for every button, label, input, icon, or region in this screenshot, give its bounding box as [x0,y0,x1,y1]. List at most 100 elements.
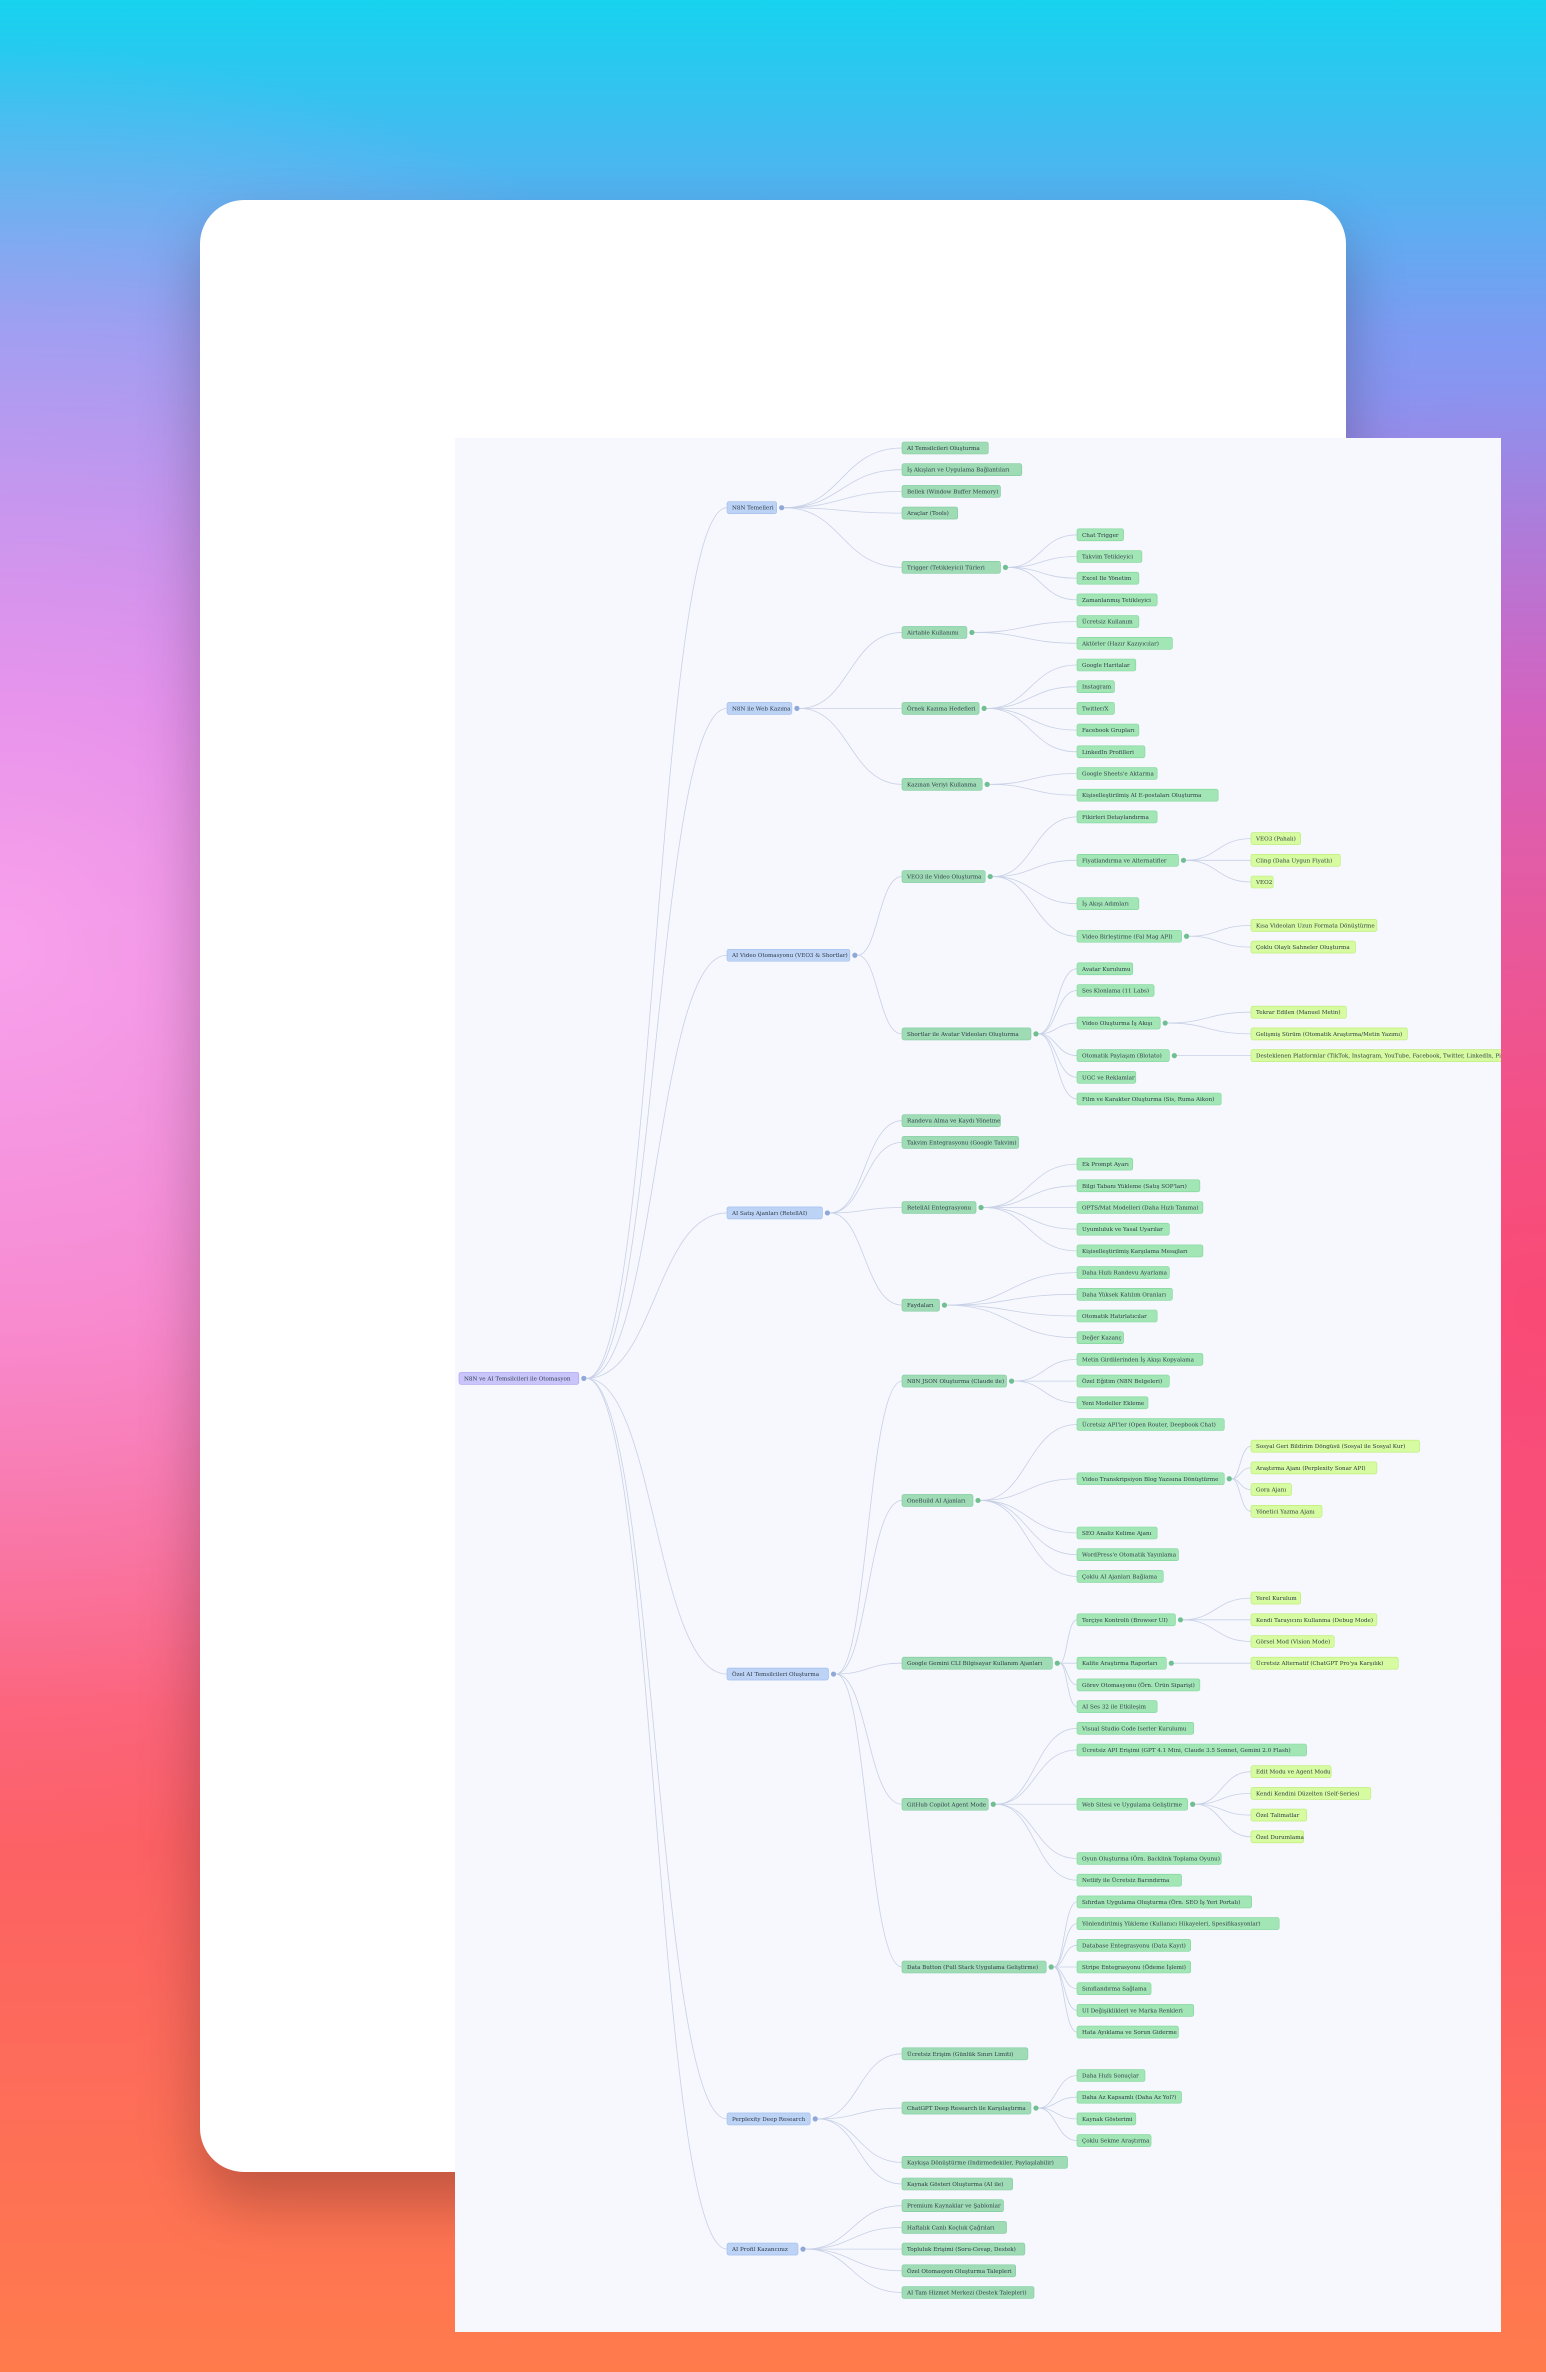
mindmap-node[interactable]: Topluluk Erişimi (Soru-Cevap, Destek) [901,2242,1026,2256]
mindmap-node[interactable]: Sınıflandırma Sağlama [1076,1982,1152,1995]
mindmap-node[interactable]: Chat Trigger [1076,528,1124,542]
mindmap-node[interactable]: RetellAI Entegrasyonu [901,1201,977,1214]
collapse-toggle-icon[interactable] [1190,1801,1196,1807]
mindmap-node[interactable]: AI Ses 32 ile Etkileşim [1076,1700,1158,1713]
mindmap-node[interactable]: N8N JSON Oluşturma (Claude ile) [901,1374,1007,1388]
mindmap-node[interactable]: Aktörler (Hazır Kazıyıcılar) [1076,637,1173,650]
mindmap-node[interactable]: Daha Yüksek Katılım Oranları [1076,1287,1173,1301]
mindmap-node[interactable]: İş Akışı Adımları [1076,897,1140,911]
collapse-toggle-icon[interactable] [812,2116,818,2122]
mindmap-node[interactable]: Oyun Oluşturma (Örn. Backlink Toplama Oy… [1076,1852,1222,1865]
mindmap-node[interactable]: Daha Az Kapsamlı (Daha Az Yol?) [1076,2090,1182,2104]
collapse-toggle-icon[interactable] [1180,857,1187,863]
mindmap-node[interactable]: Özel Otomasyon Oluşturma Talepleri [901,2264,1016,2278]
mindmap-node[interactable]: Google Haritalar [1076,658,1137,672]
collapse-toggle-icon[interactable] [1162,1020,1168,1026]
mindmap-node[interactable]: Fiyatlandırma ve Alternatifler [1076,853,1179,867]
mindmap-node[interactable]: Instagram [1076,680,1115,693]
mindmap-node[interactable]: Gelişmiş Sürüm (Otomatik Araştırma/Metin… [1250,1027,1408,1041]
mindmap-node[interactable]: Twitter/X [1076,702,1115,715]
collapse-toggle-icon[interactable] [1033,2105,1039,2111]
mindmap-node[interactable]: Örnek Kazıma Hedefleri [901,702,980,715]
mindmap-node[interactable]: Google Sheets'e Aktarma [1076,767,1158,780]
collapse-toggle-icon[interactable] [852,952,858,958]
mindmap-node[interactable]: AI Video Otomasyonu (VEO3 & Shortlar) [726,948,851,962]
collapse-toggle-icon[interactable] [969,629,975,636]
mindmap-node[interactable]: Özel Durumlama [1250,1830,1305,1844]
mindmap-node[interactable]: AI Tam Hizmet Merkezi (Destek Talepleri) [901,2286,1035,2299]
collapse-toggle-icon[interactable] [779,505,785,511]
collapse-toggle-icon[interactable] [830,1671,837,1677]
mindmap-node[interactable]: VEO3 ile Video Oluşturma [901,870,986,883]
mindmap-node[interactable]: Kalite Araştırma Raporları [1076,1656,1167,1670]
mindmap-node[interactable]: Hata Ayıklama ve Sorun Giderme [1076,2025,1179,2039]
mindmap-node[interactable]: Shortlar ile Avatar Videoları Oluşturma [901,1027,1032,1041]
mindmap-canvas[interactable]: N8N ve AI Temsilcileri ile Otomasyon N8N … [455,438,1501,2332]
mindmap-node[interactable]: Daha Hızlı Randevu Ayarlama [1076,1266,1170,1279]
collapse-toggle-icon[interactable] [978,1204,984,1211]
mindmap-node[interactable]: Kaykışa Dönüştürme (Indirmedekiler, Payl… [901,2156,1068,2169]
mindmap-node[interactable]: Stripe Entegrasyonu (Ödeme İşlemi) [1076,1960,1191,1974]
mindmap-node[interactable]: Bilgi Tabanı Yükleme (Satış SOP'ları) [1076,1179,1201,1193]
collapse-toggle-icon[interactable] [1002,564,1009,570]
collapse-toggle-icon[interactable] [987,873,993,880]
mindmap-node[interactable]: Web Sitesi ve Uygulama Geliştirme [1076,1797,1188,1811]
mindmap-node[interactable]: Facebook Grupları [1076,723,1140,737]
mindmap-node[interactable]: Özel Eğitim (N8N Belgeleri) [1076,1374,1170,1388]
mindmap-node[interactable]: Otomatik Hatırlatıcılar [1076,1309,1158,1323]
mindmap-node[interactable]: AI Profil Kazancınız [726,2242,799,2256]
mindmap-node[interactable]: WordPress'e Otomatik Yayınlama [1076,1548,1179,1561]
mindmap-node[interactable]: Kazınan Veriyi Kullanma [901,778,983,791]
mindmap-node[interactable]: Değer Kazanç [1076,1331,1124,1345]
mindmap-node[interactable]: Yeni Modeller Ekleme [1076,1396,1149,1410]
mindmap-node[interactable]: Sosyal Geri Bildirim Döngüsü (Sosyal ile… [1250,1439,1420,1453]
mindmap-node[interactable]: Yerel Kurulum [1250,1591,1301,1605]
mindmap-node[interactable]: Film ve Karakter Oluşturma (Sis, Ruma Ai… [1076,1092,1222,1106]
mindmap-node[interactable]: N8N Temelleri [726,501,777,514]
collapse-toggle-icon[interactable] [1008,1378,1015,1384]
mindmap-node[interactable]: Özel Talimatlar [1250,1808,1308,1822]
mindmap-node[interactable]: Data Button (Full Stack Uygulama Gelişti… [901,1960,1047,1974]
mindmap-node[interactable]: Araştırma Ajanı (Perplexity Sonar API) [1250,1461,1378,1475]
mindmap-node[interactable]: Airtable Kullanımı [901,626,968,639]
mindmap-node[interactable]: Visual Studio Code Iserler Kurulumu [1076,1722,1195,1735]
mindmap-node[interactable]: OneBuild AI Ajanları [901,1494,974,1507]
mindmap-node[interactable]: Kendi Tarayıcını Kullanma (Debug Mode) [1250,1613,1378,1627]
mindmap-node[interactable]: Takvim Tetikleyici [1076,550,1143,563]
mindmap-node[interactable]: AI Temsilcileri Oluşturma [901,441,989,455]
collapse-toggle-icon[interactable] [1171,1053,1177,1059]
collapse-toggle-icon[interactable] [1033,1031,1039,1037]
mindmap-node[interactable]: ChatGPT Deep Research ile Karşılaştırma [901,2101,1032,2115]
mindmap-node[interactable]: Kişiselleştirilmiş AI E-postaları Oluştu… [1076,788,1219,802]
mindmap-node[interactable]: Video Transkripsiyon Blog Yazısına Dönüş… [1076,1472,1225,1486]
mindmap-node[interactable]: Yönetici Yazma Ajanı [1250,1505,1323,1518]
collapse-toggle-icon[interactable] [981,705,987,711]
mindmap-node[interactable]: Metin Girdilerinden İş Akışı Kopyalama [1076,1353,1204,1366]
collapse-toggle-icon[interactable] [794,705,800,711]
mindmap-node[interactable]: Ücretsiz Kullanım [1076,615,1140,628]
mindmap-root-node[interactable]: N8N ve AI Temsilcileri ile Otomasyon [458,1372,580,1385]
mindmap-node[interactable]: Kısa Videoları Uzun Formata Dönüştürme [1250,919,1378,932]
mindmap-node[interactable]: Çoklu Olaylı Sahneler Oluşturma [1250,940,1356,954]
collapse-toggle-icon[interactable] [581,1375,587,1381]
mindmap-node[interactable]: Ücretsiz Alternatif (ChatGPT Pro'ya Karş… [1250,1656,1399,1670]
collapse-toggle-icon[interactable] [1183,933,1190,939]
mindmap-node[interactable]: Database Entegrasyonu (Data Kayıt) [1076,1939,1191,1952]
mindmap-node[interactable]: Ek Prompt Ayarı [1076,1157,1134,1171]
mindmap-node[interactable]: Zamanlanmış Tetikleyici [1076,593,1158,607]
mindmap-node[interactable]: Araçlar (Tools) [901,506,959,520]
mindmap-diagram[interactable]: N8N ve AI Temsilcileri ile Otomasyon N8N … [455,438,1501,2332]
mindmap-node[interactable]: Ücretsiz API Erişimi (GPT 4.1 Mini, Clau… [1076,1743,1307,1757]
mindmap-node[interactable]: Otomatik Paylaşım (Blotato) [1076,1049,1170,1062]
mindmap-node[interactable]: Terçiye Kontrolü (Browser UI) [1076,1613,1176,1627]
mindmap-node[interactable]: Trigger (Tetikleyici) Türleri [901,561,1001,574]
mindmap-node[interactable]: Netlify ile Ücretsiz Barındırma [1076,1873,1182,1887]
mindmap-node[interactable]: Uyumluluk ve Yasal Uyarılar [1076,1222,1170,1236]
mindmap-node[interactable]: Ses Klonlama (11 Labs) [1076,984,1155,997]
mindmap-node[interactable]: AI Satış Ajanları (RetellAI) [726,1206,823,1220]
collapse-toggle-icon[interactable] [1177,1617,1184,1623]
mindmap-node[interactable]: UGC ve Reklamlar [1076,1070,1137,1084]
mindmap-node[interactable]: LinkedIn Profilleri [1076,745,1146,759]
mindmap-node[interactable]: Çoklu AI Ajanları Bağlama [1076,1570,1164,1583]
mindmap-node[interactable]: İş Akışları ve Uygulama Bağlantıları [901,463,1023,477]
